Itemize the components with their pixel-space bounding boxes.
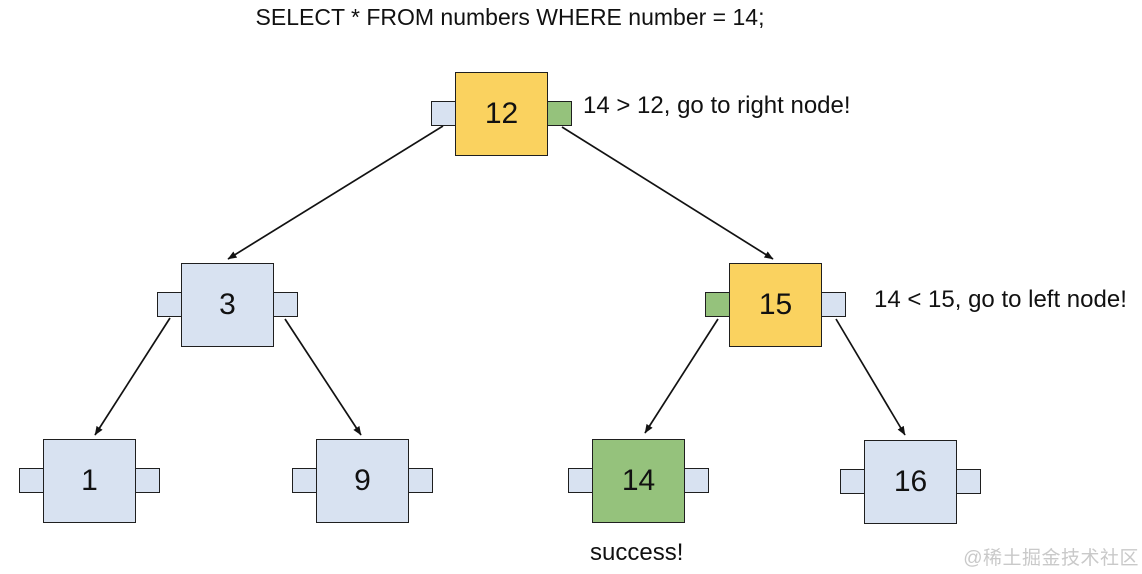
node-9-value: 9	[354, 464, 371, 497]
node-15-box: 15	[729, 263, 822, 347]
node-3-right-port	[273, 292, 298, 317]
tree-node-15: 15	[705, 263, 846, 347]
node-14-value: 14	[621, 464, 656, 497]
edge-15-to-16	[835, 318, 906, 436]
node-9-box: 9	[316, 439, 409, 523]
node-16-right-port	[956, 469, 981, 494]
node-12-value: 12	[484, 97, 519, 130]
edge-3-to-1	[94, 317, 171, 436]
node-16-value: 16	[893, 465, 928, 498]
tree-node-3: 3	[157, 263, 298, 347]
watermark-text: @稀土掘金技术社区	[963, 548, 1139, 569]
annotation-success: success!	[590, 539, 684, 566]
node-12-right-port	[547, 101, 572, 126]
tree-node-14: 14	[568, 439, 709, 523]
node-15-left-port	[705, 292, 730, 317]
node-12-left-port	[431, 101, 456, 126]
node-1-box: 1	[43, 439, 136, 523]
node-15-right-port	[821, 292, 846, 317]
tree-node-1: 1	[19, 439, 160, 523]
node-3-value: 3	[219, 288, 236, 321]
node-1-value: 1	[81, 464, 98, 497]
node-16-left-port	[840, 469, 865, 494]
annotation-go-right: 14 > 12, go to right node!	[583, 92, 851, 119]
edge-12-to-15	[561, 126, 774, 260]
node-16-box: 16	[864, 440, 957, 524]
node-14-box: 14	[592, 439, 685, 523]
node-14-right-port	[684, 468, 709, 493]
tree-node-9: 9	[292, 439, 433, 523]
edge-3-to-9	[284, 318, 362, 436]
edge-15-to-14	[644, 318, 719, 434]
tree-node-12: 12	[431, 72, 572, 156]
node-3-left-port	[157, 292, 182, 317]
node-9-right-port	[408, 468, 433, 493]
edge-12-to-3	[227, 125, 444, 260]
node-3-box: 3	[181, 263, 274, 347]
node-15-value: 15	[758, 288, 793, 321]
node-1-left-port	[19, 468, 44, 493]
tree-node-16: 16	[840, 440, 981, 524]
node-12-box: 12	[455, 72, 548, 156]
node-14-left-port	[568, 468, 593, 493]
node-1-right-port	[135, 468, 160, 493]
annotation-go-left: 14 < 15, go to left node!	[874, 286, 1127, 313]
sql-query-title: SELECT * FROM numbers WHERE number = 14;	[255, 4, 765, 30]
node-9-left-port	[292, 468, 317, 493]
